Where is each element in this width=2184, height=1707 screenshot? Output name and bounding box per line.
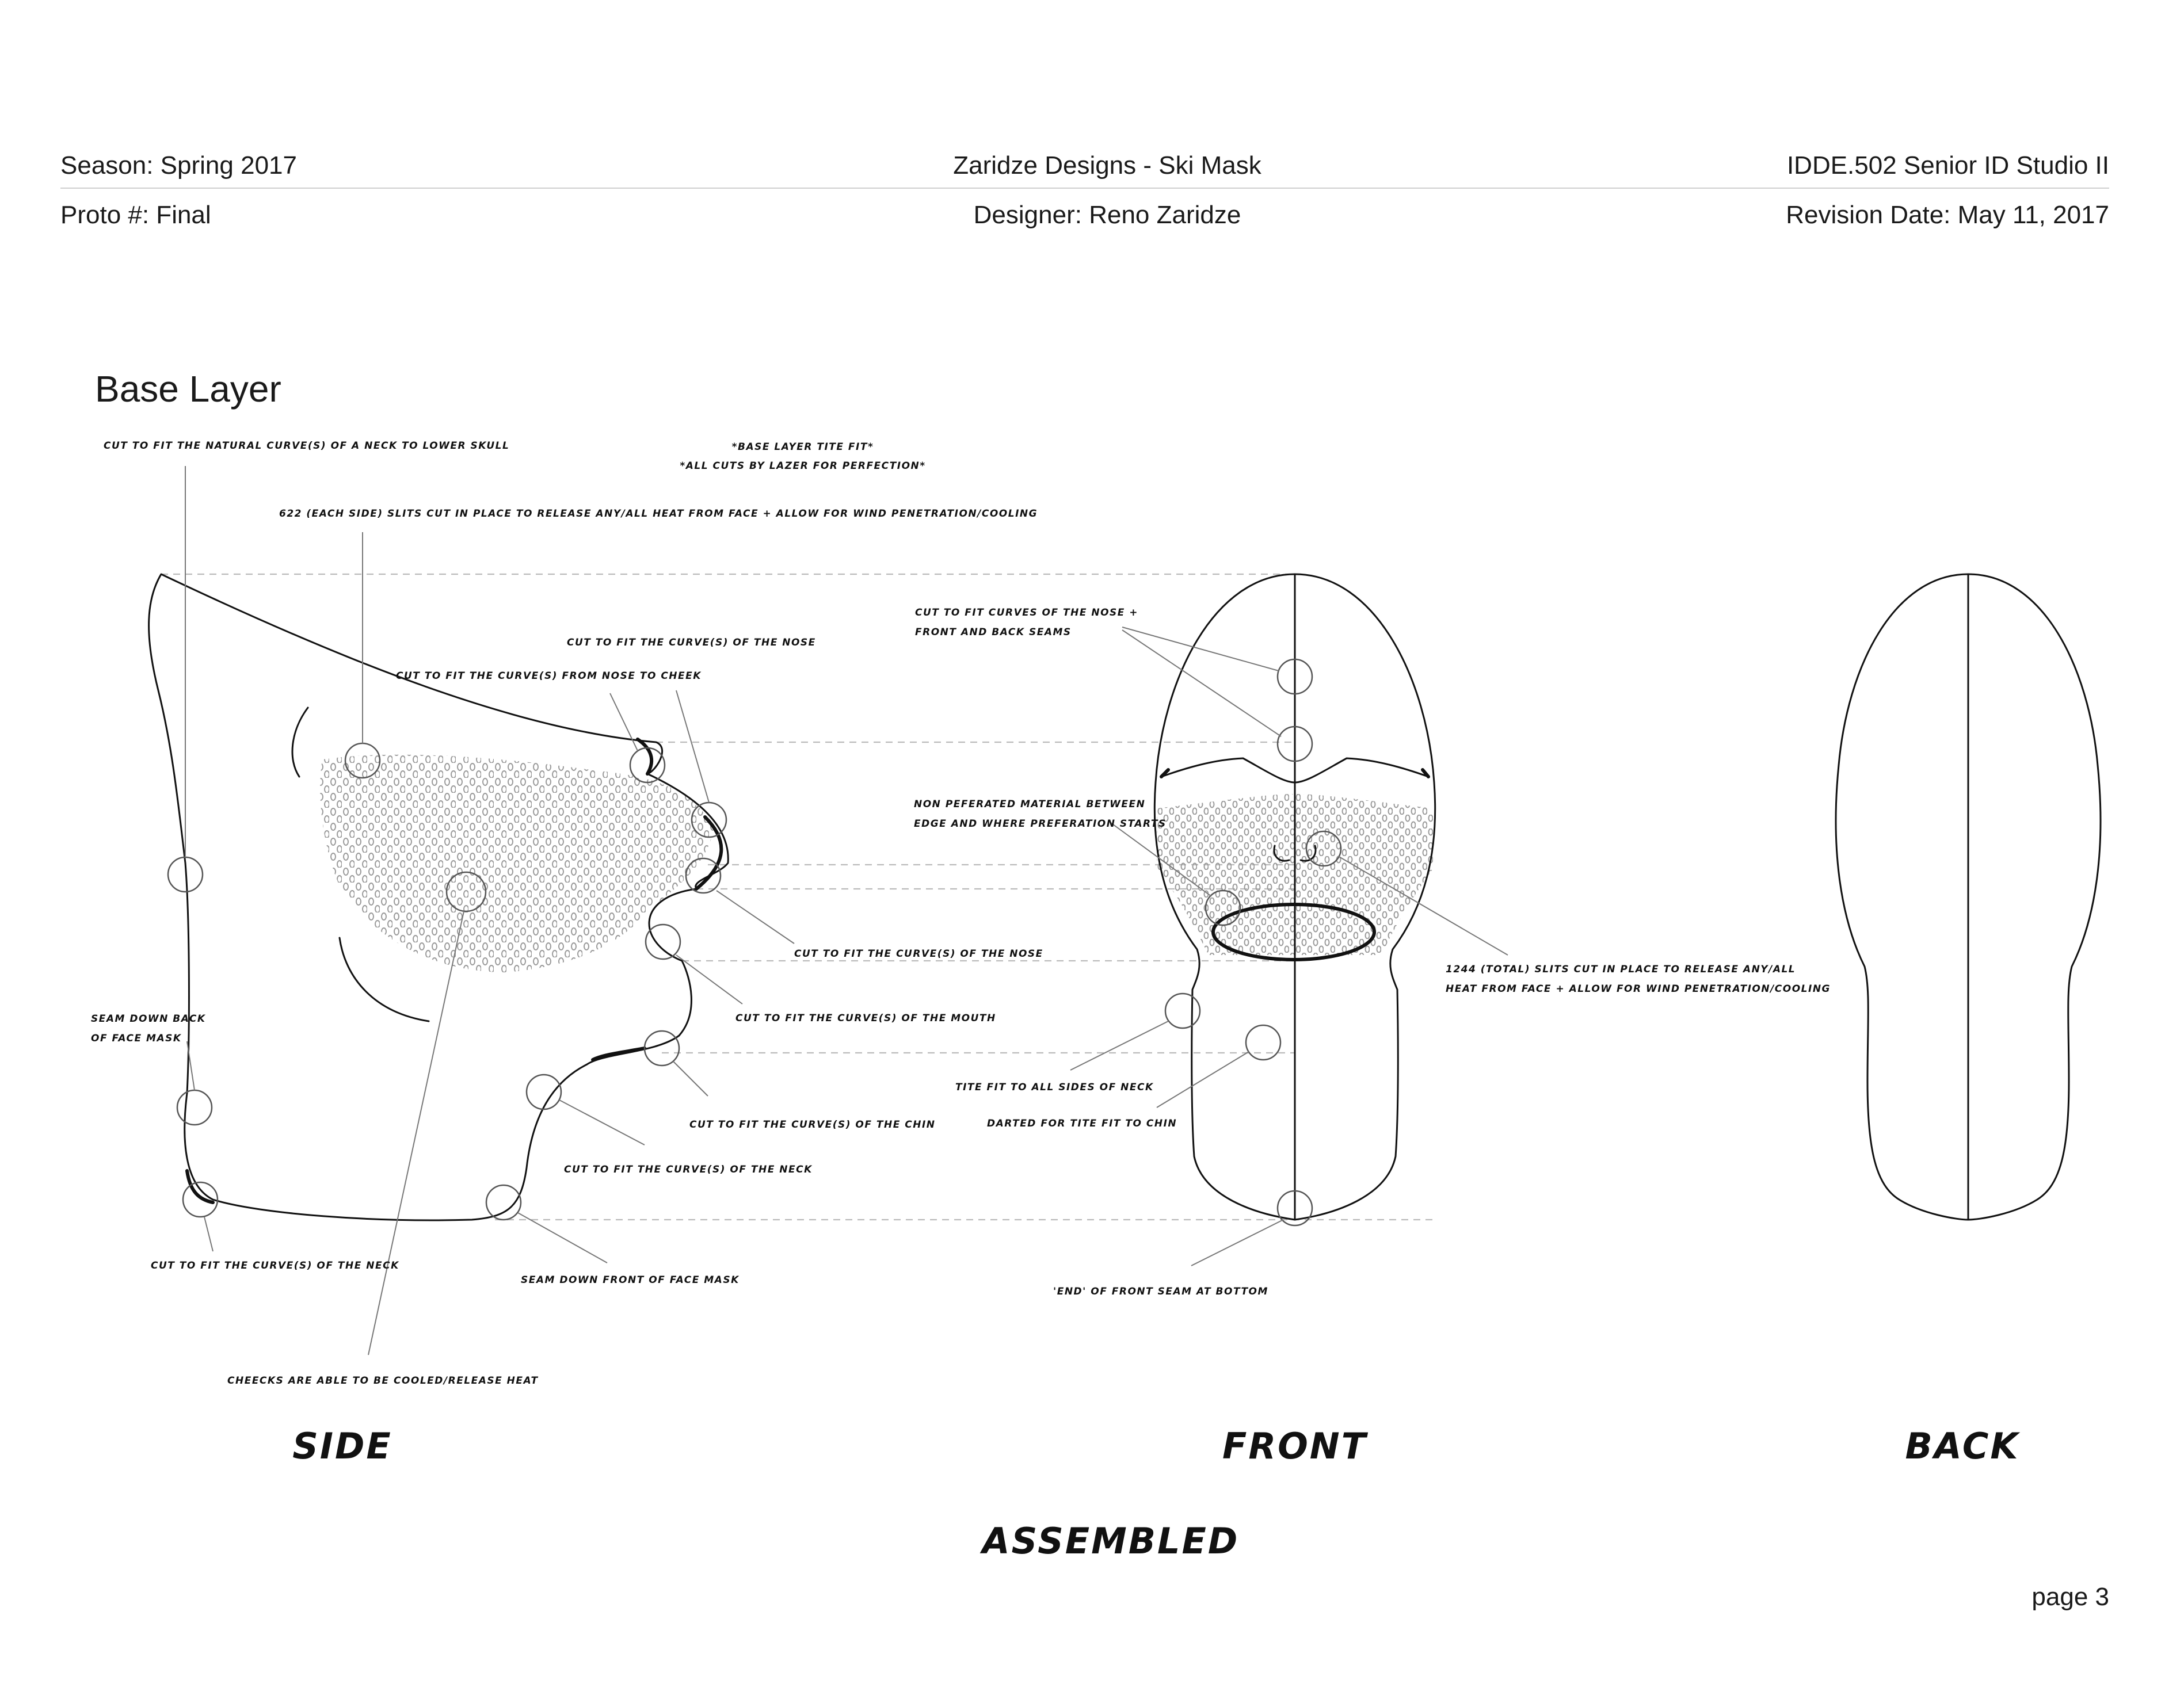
chin-dart-circle [1245,1024,1282,1061]
callout-neck-front: CUT TO FIT THE CURVE(S) OF THE NECK [564,1164,813,1175]
callout-front-slits-2: HEAT FROM FACE + ALLOW FOR WIND PENETRAT… [1446,983,1831,995]
leader-lines [185,466,1508,1355]
callout-cheeks: CHEECKS ARE ABLE TO BE COOLED/RELEASE HE… [227,1375,539,1387]
fit-note-1: *BASE LAYER TITE FIT* [732,441,874,453]
back-view-label: BACK [1905,1425,2021,1467]
fit-notes: *BASE LAYER TITE FIT* *ALL CUTS BY LAZER… [680,441,925,472]
side-view-label: SIDE [292,1425,392,1467]
callout-side-slits: 622 (EACH SIDE) SLITS CUT IN PLACE TO RE… [279,508,1038,520]
cheek-circle [445,871,487,912]
title-block: Season: Spring 2017 Proto #: Final Zarid… [60,151,2109,229]
nose-cheek-circle [629,747,666,784]
callout-non-perf-2: EDGE AND WHERE PREFERATION STARTS [914,818,1167,830]
right-seam-dart [1421,768,1430,778]
side-view [148,573,729,1221]
callout-circles [167,658,1342,1227]
proto-label: Proto #: Final [60,201,211,229]
callout-seam-back-2: OF FACE MASK [91,1033,182,1044]
side-callouts: CUT TO FIT THE NATURAL CURVE(S) OF A NEC… [91,440,1043,1387]
chin-accent [591,1047,646,1061]
callout-neck-back: CUT TO FIT THE CURVE(S) OF THE NECK [151,1260,399,1271]
callout-front-nose-2: FRONT AND BACK SEAMS [915,627,1072,638]
nostril-accent [695,815,723,891]
fit-note-2: *ALL CUTS BY LAZER FOR PERFECTION* [680,460,925,472]
seam-back-circle [176,1089,213,1126]
left-seam-dart [1160,768,1170,778]
nose-tip-accent [636,738,654,776]
assembled-label: ASSEMBLED [979,1520,1240,1562]
neck-accent [185,1169,215,1204]
front-slits-circle [1305,830,1342,867]
right-nostril [1299,845,1317,862]
designer-label: Designer: Reno Zaridze [974,201,1241,229]
mouth-opening [1211,903,1376,961]
chin-circle [643,1030,680,1067]
callout-chin-dart: DARTED FOR TITE FIT TO CHIN [987,1118,1177,1129]
callout-nose-lower: CUT TO FIT THE CURVE(S) OF THE NOSE [794,948,1043,960]
back-view [1835,573,2102,1221]
project-title: Zaridze Designs - Ski Mask [953,151,1261,180]
front-view-label: FRONT [1222,1425,1369,1467]
side-perforation-field [320,754,714,972]
alignment-lines [161,573,1433,1221]
left-nostril [1273,845,1290,862]
neck-back-circle [182,1181,219,1218]
course-label: IDDE.502 Senior ID Studio II [1787,151,2109,180]
callout-non-perf-1: NON PEFERATED MATERIAL BETWEEN [914,799,1145,810]
jaw-curve [338,937,430,1022]
non-perf-circle [1205,889,1241,926]
neck-side-circle [1164,992,1201,1029]
eye-curve [291,707,309,778]
front-view [1153,573,1436,1221]
seam-front-circle [485,1184,522,1221]
callout-nose-upper: CUT TO FIT THE CURVE(S) OF THE NOSE [567,637,816,648]
callout-chin: CUT TO FIT THE CURVE(S) OF THE CHIN [689,1119,936,1131]
section-title: Base Layer [95,368,281,410]
front-seam-nose-circle [1276,725,1313,762]
season-label: Season: Spring 2017 [60,151,297,180]
front-seam-end-circle [1276,1190,1313,1227]
callout-nose-cheek: CUT TO FIT THE CURVE(S) FROM NOSE TO CHE… [396,670,702,682]
callout-seam-end: 'END' OF FRONT SEAM AT BOTTOM [1053,1286,1268,1297]
front-seam-upper-circle [1276,658,1313,695]
mouth-circle [645,923,681,960]
callout-seam-back-1: SEAM DOWN BACK [91,1013,206,1025]
callout-front-nose-1: CUT TO FIT CURVES OF THE NOSE + [915,607,1138,618]
callout-seam-front: SEAM DOWN FRONT OF FACE MASK [521,1274,740,1286]
callout-neck-sides: TITE FIT TO ALL SIDES OF NECK [955,1082,1154,1093]
view-labels: SIDE FRONT BACK ASSEMBLED [292,1425,2021,1562]
callout-mouth: CUT TO FIT THE CURVE(S) OF THE MOUTH [735,1013,996,1024]
page-number: page 3 [2031,1583,2109,1611]
nose-seam [1160,757,1430,784]
callout-front-slits-1: 1244 (TOTAL) SLITS CUT IN PLACE TO RELEA… [1446,964,1796,975]
front-callouts: CUT TO FIT CURVES OF THE NOSE + FRONT AN… [914,607,1831,1297]
neck-front-circle [525,1074,562,1110]
revision-date: Revision Date: May 11, 2017 [1786,201,2109,229]
nose-lower-circle [685,857,722,894]
callout-neck-skull: CUT TO FIT THE NATURAL CURVE(S) OF A NEC… [104,440,509,452]
